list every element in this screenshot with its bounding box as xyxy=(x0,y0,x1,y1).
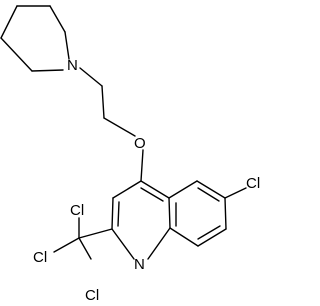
bond xyxy=(64,31,70,60)
bond xyxy=(197,228,227,247)
bond xyxy=(117,201,120,227)
bond xyxy=(49,5,66,33)
bond xyxy=(78,237,92,260)
bond xyxy=(140,180,170,199)
atom-cl-cf3-left: Cl xyxy=(33,249,47,266)
bond xyxy=(79,67,103,87)
trichloromethyl-group xyxy=(53,217,113,260)
atom-cl-ring: Cl xyxy=(246,175,260,192)
bond xyxy=(224,197,227,230)
bond xyxy=(111,197,114,230)
atom-n-piperidine: N xyxy=(67,57,78,74)
benzene-ring xyxy=(168,180,247,247)
bond xyxy=(103,117,136,137)
bond xyxy=(197,187,220,202)
bond xyxy=(168,180,198,199)
piperidine-ring xyxy=(0,5,70,72)
ethoxy-linker xyxy=(79,67,144,182)
bond xyxy=(0,5,18,39)
bond xyxy=(140,187,164,202)
bond xyxy=(112,180,142,199)
bond xyxy=(224,187,247,199)
molecular-structure-drawing: N O N Cl Cl Cl Cl xyxy=(0,5,260,304)
molecule-canvas: N O N Cl Cl Cl Cl xyxy=(0,5,261,304)
bond xyxy=(101,85,105,119)
bond xyxy=(140,149,144,182)
bond xyxy=(31,69,64,72)
bond xyxy=(78,228,113,239)
bond xyxy=(169,227,199,247)
atom-o-ether: O xyxy=(134,135,146,152)
bond xyxy=(147,227,171,260)
atom-cl-cf3-top: Cl xyxy=(70,202,84,219)
bond xyxy=(197,225,221,240)
bond xyxy=(0,37,33,72)
pyridine-ring xyxy=(111,180,171,260)
bond xyxy=(53,237,80,253)
atom-n-quinoline: N xyxy=(134,256,145,273)
bond xyxy=(168,197,171,229)
bond xyxy=(111,228,135,260)
atom-cl-cf3-bottom: Cl xyxy=(85,287,99,304)
bond xyxy=(196,180,226,199)
